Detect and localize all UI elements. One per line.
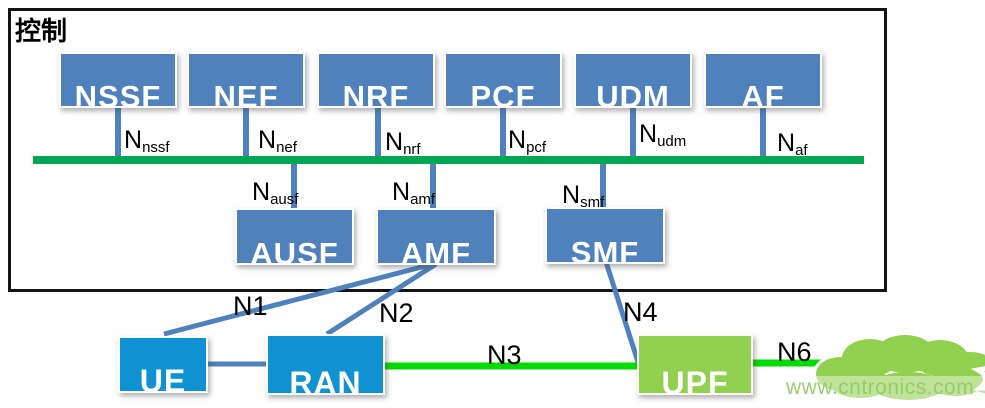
node-upf-label: UPF bbox=[661, 365, 729, 395]
top-row-bus-stubs bbox=[115, 106, 766, 160]
node-amf-label: AMF bbox=[400, 236, 472, 265]
node-nssf: NSSF bbox=[59, 52, 177, 108]
if-label-nudm: Nudm bbox=[639, 120, 687, 150]
node-af: AF bbox=[704, 52, 822, 108]
node-pcf: PCF bbox=[444, 52, 562, 108]
node-smf-label: SMF bbox=[570, 235, 640, 264]
node-nef-label: NEF bbox=[213, 79, 279, 108]
node-ue: UE bbox=[118, 336, 208, 393]
node-ue-label: UE bbox=[139, 363, 187, 393]
node-ran: RAN bbox=[266, 334, 385, 395]
if-label-nausf: Nausf bbox=[252, 178, 299, 208]
control-plane-frame bbox=[8, 8, 887, 292]
node-ausf: AUSF bbox=[235, 208, 354, 265]
node-smf: SMF bbox=[545, 207, 665, 264]
node-nrf: NRF bbox=[317, 52, 435, 108]
node-amf: AMF bbox=[376, 208, 496, 265]
node-af-label: AF bbox=[741, 79, 785, 108]
link-label-n4: N4 bbox=[623, 297, 658, 327]
n1-line bbox=[163, 261, 434, 337]
node-upf: UPF bbox=[637, 334, 753, 395]
n4-line bbox=[603, 261, 641, 363]
if-label-nsmf: Nsmf bbox=[562, 181, 605, 211]
node-ausf-label: AUSF bbox=[250, 236, 339, 265]
link-label-n3: N3 bbox=[487, 340, 522, 370]
if-label-nnssf: Nnssf bbox=[124, 126, 170, 156]
node-nrf-label: NRF bbox=[342, 79, 410, 108]
link-label-n2: N2 bbox=[379, 298, 414, 328]
link-label-n1: N1 bbox=[233, 291, 268, 321]
link-label-n6: N6 bbox=[777, 337, 812, 367]
node-nssf-label: NSSF bbox=[74, 79, 162, 108]
if-label-naf: Naf bbox=[777, 129, 808, 159]
node-udm: UDM bbox=[574, 52, 692, 108]
n2-line bbox=[325, 261, 438, 337]
if-label-nnrf: Nnrf bbox=[385, 128, 421, 158]
control-plane-title: 控制 bbox=[15, 17, 68, 46]
node-ran-label: RAN bbox=[289, 365, 362, 395]
mid-row-bus-stubs bbox=[291, 160, 606, 209]
if-label-nnef: Nnef bbox=[258, 126, 297, 156]
node-pcf-label: PCF bbox=[470, 79, 536, 108]
data-network-cloud-icon bbox=[813, 332, 985, 403]
if-label-npcf: Npcf bbox=[508, 126, 547, 156]
if-label-namf: Namf bbox=[392, 178, 436, 208]
node-udm-label: UDM bbox=[596, 79, 670, 108]
node-nef: NEF bbox=[187, 52, 305, 108]
watermark-text: www.cntronics.com bbox=[786, 376, 985, 402]
